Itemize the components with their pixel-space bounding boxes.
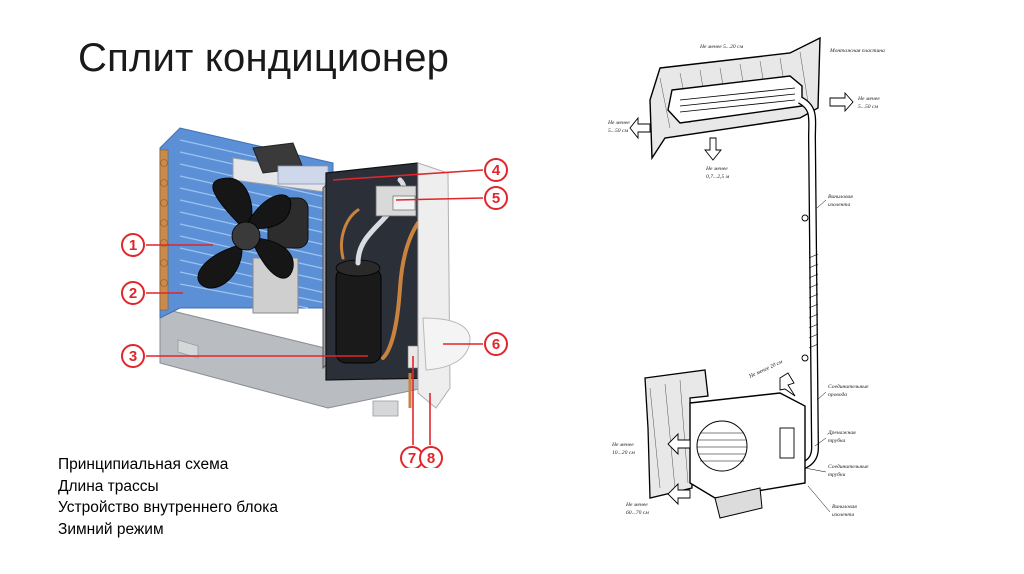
label-vinyl-top-2: изолента (828, 202, 851, 208)
label-outdoor-left-gap-1: Не менее (611, 442, 634, 448)
outdoor-unit-service-panel (779, 427, 795, 459)
indoor-unit-vents (679, 87, 796, 113)
bullet-item: Устройство внутреннего блока (58, 499, 279, 516)
arrow-outdoor-left (667, 432, 691, 456)
label-right-gap-2: 5...50 см (858, 104, 878, 110)
fan-grill-lines (697, 432, 747, 462)
label-floor-gap-1: Не менее (705, 166, 728, 172)
callout-circles (121, 158, 508, 468)
callout-5: 5 (492, 190, 500, 207)
label-outdoor-left-gap-2: 10...20 см (612, 450, 635, 456)
label-left-gap-2: 5...50 см (608, 128, 628, 134)
label-drain-tube-2: трубка (828, 437, 846, 444)
label-floor-gap-2: 0,7...2,5 м (706, 174, 730, 180)
callout-1: 1 (129, 237, 137, 254)
pipe-bundle-inner (798, 97, 818, 469)
copper-pipes-left (159, 149, 169, 311)
label-drain-tube-1: Дренажная (827, 430, 856, 436)
callout-4: 4 (492, 162, 501, 179)
compressor (335, 267, 382, 364)
label-connecting-wires-1: Соединительные (828, 383, 869, 390)
unit-foot-right (372, 400, 399, 417)
label-outdoor-top-gap: Не менее 20 см (747, 359, 784, 380)
callout-2: 2 (129, 285, 137, 302)
label-sticker (277, 165, 329, 185)
label-connecting-tubes-1: Соединительные (828, 463, 869, 470)
installation-diagram: Не менее 5...20 см Монтажная пластина Не… (607, 36, 885, 519)
bullet-item: Длина трассы (58, 477, 159, 495)
label-outdoor-bottom-gap-1: Не менее (625, 502, 648, 508)
callout-7: 7 (408, 450, 416, 467)
label-connecting-tubes-2: трубки (828, 471, 846, 478)
pipe-wrap-marks (808, 253, 819, 349)
callout-lines (146, 169, 484, 445)
terminal-block (392, 195, 416, 211)
arrow-right-gap (829, 91, 854, 113)
arrow-outdoor-top (779, 372, 796, 397)
label-vinyl-bottom-2: изолента (832, 512, 855, 518)
outdoor-unit-cutaway-figure: 1 2 3 4 5 6 7 8 (121, 127, 508, 468)
label-vinyl-bottom-1: Виниловая (832, 504, 857, 510)
callout-6: 6 (492, 336, 500, 353)
unit-foot-left (177, 339, 199, 359)
bullet-item: Зимний режим (58, 520, 164, 538)
bullet-item: Принципиальная схема (58, 456, 229, 473)
outdoor-unit-stand (714, 487, 763, 519)
outdoor-unit-fan-grill (696, 420, 748, 472)
arrow-floor-gap (704, 137, 722, 161)
arrow-left-gap (629, 116, 651, 140)
label-vinyl-top-1: Виниловая (828, 194, 853, 200)
arrow-outdoor-bottom (667, 482, 691, 506)
pipe-clip-1 (801, 214, 809, 222)
label-top-gap: Не менее 5...20 см (699, 44, 744, 50)
wall-hatching-bottom (649, 379, 689, 489)
label-outdoor-bottom-gap-2: 60...70 см (626, 510, 649, 516)
label-mounting-plate-1: Монтажная пластина (829, 48, 885, 54)
label-right-gap-1: Не менее (857, 96, 880, 102)
pipe-clip-2 (801, 354, 809, 362)
callout-3: 3 (129, 348, 137, 365)
label-left-gap-1: Не менее (607, 120, 630, 126)
label-connecting-wires-2: провода (828, 391, 847, 398)
fan-blades (197, 177, 294, 289)
bullet-list: Принципиальная схема Длина трассы Устрой… (58, 454, 278, 540)
outdoor-unit (689, 392, 806, 499)
callout-8: 8 (427, 450, 435, 467)
slide-title: Сплит кондиционер (78, 36, 450, 80)
